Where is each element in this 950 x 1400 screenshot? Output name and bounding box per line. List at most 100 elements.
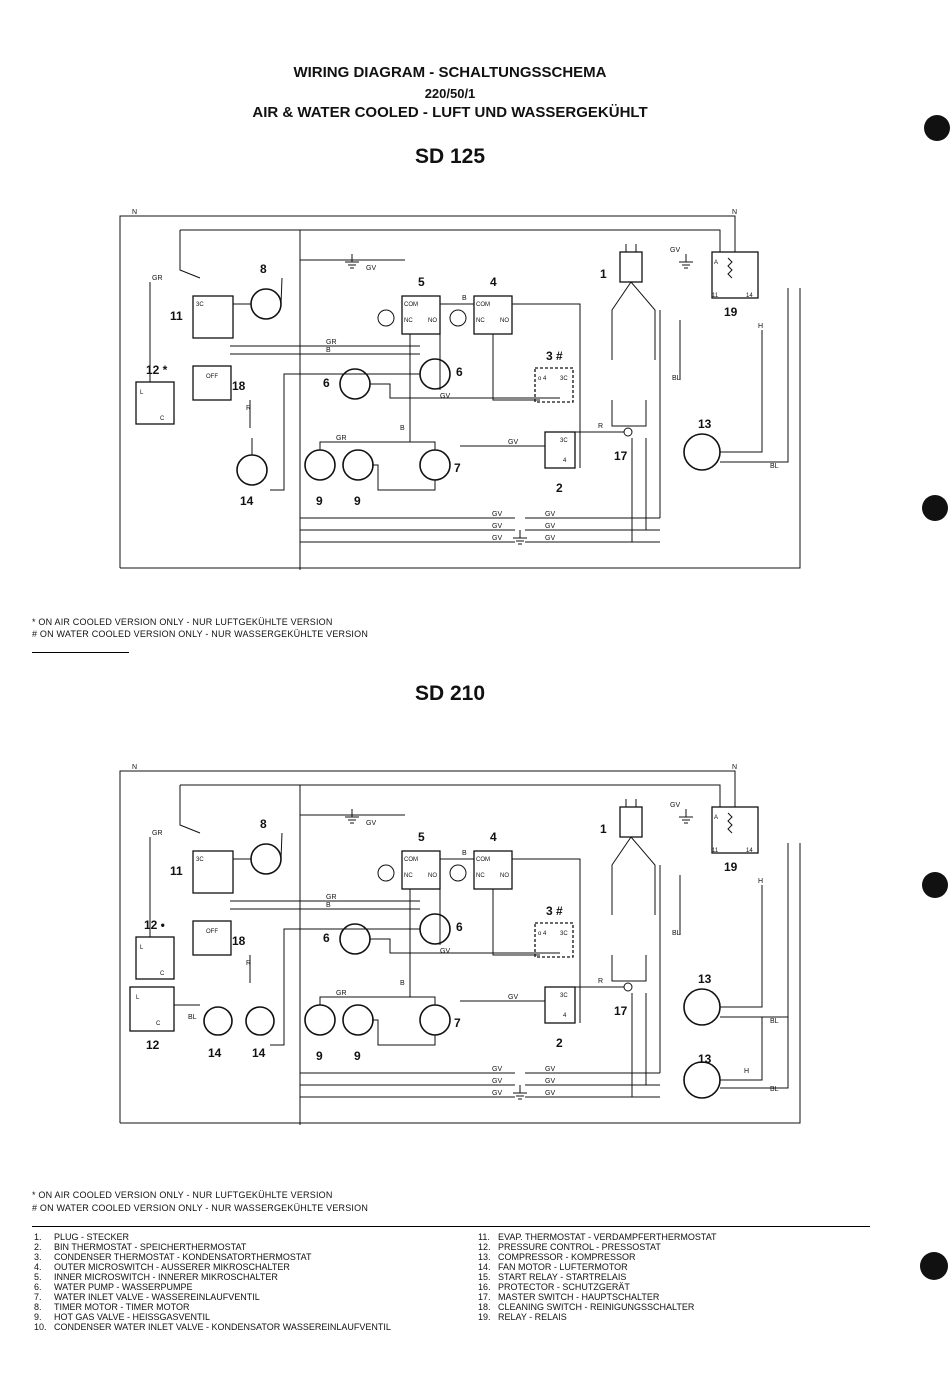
wire-code-label: GV [440,393,450,400]
legend-text: INNER MICROSWITCH - INNERER MIKROSCHALTE… [54,1272,278,1282]
wire-code-label: 3C [560,438,568,444]
outer-microswitch-symbol [473,295,513,335]
timer-motor-symbol [250,288,282,320]
component-number: 9 [316,494,323,508]
component-number: 8 [260,262,267,276]
wire-code-label: GV [545,511,555,518]
timer-motor-symbol [250,843,282,875]
component-number: 4 [490,830,497,844]
water-inlet-valve-symbol [419,1004,451,1036]
wire-code-label: o 4 [538,376,547,382]
component-number: 9 [354,1049,361,1063]
component-number: 6 [456,365,463,379]
component-number: 12 * [146,363,168,377]
legend-text: START RELAY - STARTRELAIS [498,1272,627,1282]
legend-text: FAN MOTOR - LUFTERMOTOR [498,1262,628,1272]
wire [270,928,420,1046]
cam-symbol [377,864,395,882]
wire [512,303,581,468]
wire-code-label: H [758,878,763,885]
hot-gas-valve-symbol [342,449,374,481]
wire [370,383,560,399]
fan-motor-symbol [236,454,268,486]
wire [319,441,436,450]
wire-code-label: GV [545,1078,555,1085]
legend-item: 4.OUTER MICROSWITCH - AUSSERER MIKROSCHA… [34,1262,391,1272]
compressor-symbol [683,988,721,1026]
wire-code-label: 4 [563,458,567,464]
component-number: 18 [232,934,246,948]
component-number: 2 [556,481,563,495]
component-number: 14 [208,1046,222,1060]
legend-number: 5. [34,1272,42,1282]
fan-motor-symbol [245,1006,275,1036]
wire-code-label: NC [404,318,413,324]
component-number: 6 [323,931,330,945]
wire-code-label: C [160,416,165,422]
compressor-symbol [683,433,721,471]
legend-text: BIN THERMOSTAT - SPEICHERTHERMOSTAT [54,1242,247,1252]
wire [120,288,801,569]
wire-code-label: GV [492,523,502,530]
wire-code-label: GV [492,535,502,542]
legend-text: PLUG - STECKER [54,1232,130,1242]
wire-code-label: 3C [196,302,204,308]
component-number: 13 [698,417,712,431]
component-number: 18 [232,379,246,393]
component-number: 3 # [546,349,563,363]
wire-code-label: GV [670,247,680,254]
wire-code-label: L [140,945,144,951]
plug-symbol [619,806,643,838]
note-water-cooled: # ON WATER COOLED VERSION ONLY - NUR WAS… [32,1203,369,1213]
wire-code-label: N [132,764,137,771]
wire-code-label: GV [508,994,518,1001]
legend-number: 6. [34,1282,42,1292]
legend-item: 8.TIMER MOTOR - TIMER MOTOR [34,1302,391,1312]
wire-code-label: BL [770,463,779,470]
wire-code-label: R [598,978,603,985]
pressure-control-symbol [135,381,175,425]
legend-number: 9. [34,1312,42,1322]
punch-hole [920,1252,948,1280]
hot-gas-valve-symbol [304,449,336,481]
legend-item: 5. INNER MICROSWITCH - INNERER MIKROSCHAL… [34,1272,391,1282]
wire [611,836,632,915]
wire-code-label: BL [672,930,681,937]
legend-number: 18. [478,1302,491,1312]
legend-text: CONDENSER WATER INLET VALVE - KONDENSATO… [54,1322,391,1332]
wire [370,938,560,954]
legend-text: OUTER MICROSWITCH - AUSSERER MIKROSCHALT… [54,1262,290,1272]
component-number: 7 [454,1016,461,1030]
wire-code-label: NC [476,873,485,879]
legend-text: MASTER SWITCH - HAUPTSCHALTER [498,1292,660,1302]
legend-item: 19.RELAY - RELAIS [478,1312,717,1322]
wire-code-label: GV [492,511,502,518]
note-air-cooled: * ON AIR COOLED VERSION ONLY - NUR LUFTG… [32,617,333,627]
legend-text: HOT GAS VALVE - HEISSGASVENTIL [54,1312,211,1322]
wire [512,858,581,1023]
wire-code-label: GV [545,535,555,542]
wire [720,288,789,463]
legend-number: 12. [478,1242,491,1252]
legend-number: 7. [34,1292,42,1302]
note-air-cooled: * ON AIR COOLED VERSION ONLY - NUR LUFTG… [32,1190,333,1200]
wire-code-label: OFF [206,929,218,935]
component-number: 12 [146,1038,160,1052]
wire-code-label: GV [545,523,555,530]
wire-code-label: R [246,405,251,412]
component-number: 6 [323,376,330,390]
pressure-control-symbol [129,986,175,1032]
wire-code-label: N [732,764,737,771]
legend-item: 13.COMPRESSOR - KOMPRESSOR [478,1252,717,1262]
page-subtitle: AIR & WATER COOLED - LUFT UND WASSERGEKÜ… [252,104,648,121]
relay-symbol [711,806,759,854]
legend-item: 2.BIN THERMOSTAT - SPEICHERTHERMOSTAT [34,1242,391,1252]
wire-code-label: B [326,347,331,354]
wire-code-label: B [326,902,331,909]
component-number: 14 [252,1046,266,1060]
relay-symbol [711,251,759,299]
wire-code-label: GV [492,1078,502,1085]
wire [280,277,283,305]
legend-item: 7.WATER INLET VALVE - WASSEREINLAUFVENTI… [34,1292,391,1302]
